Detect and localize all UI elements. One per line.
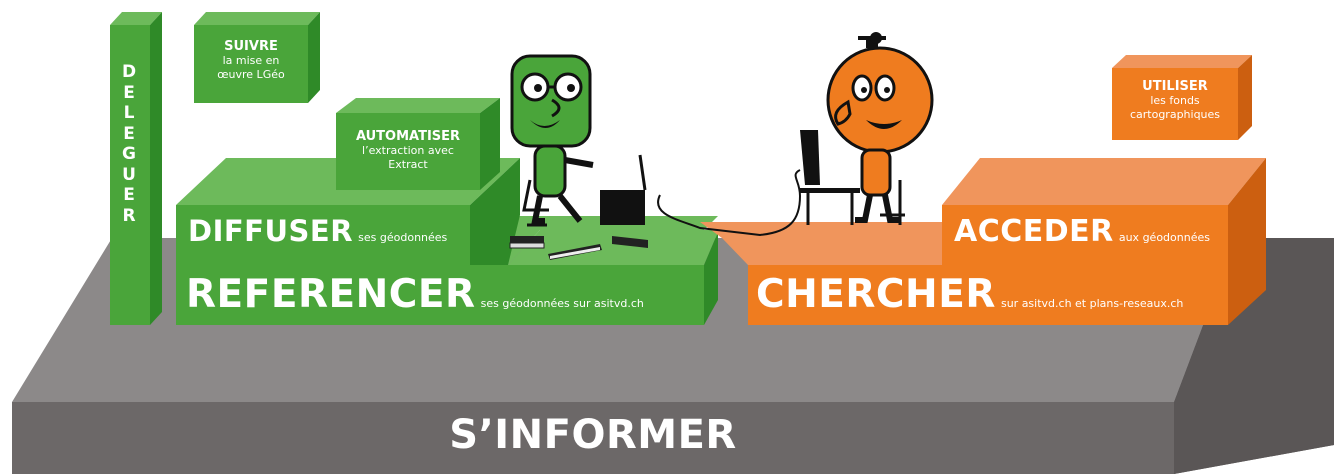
automatiser-line1: l’extraction avec	[336, 144, 480, 158]
acceder-sub: aux géodonnées	[1119, 231, 1210, 244]
automatiser-title: AUTOMATISER	[336, 130, 480, 144]
deleguer-text: DELEGUER	[122, 62, 136, 226]
informer-title: S’INFORMER	[449, 412, 736, 458]
informer-label: S’INFORMER	[12, 412, 1174, 458]
utiliser-title: UTILISER	[1112, 80, 1238, 94]
diffuser-label: DIFFUSER ses géodonnées	[188, 214, 447, 248]
acceder-title: ACCEDER	[954, 214, 1114, 249]
referencer-title: REFERENCER	[186, 272, 476, 317]
referencer-label: REFERENCER ses géodonnées sur asitvd.ch	[186, 272, 644, 317]
suivre-label: SUIVRE la mise en œuvre LGéo	[194, 40, 308, 82]
utiliser-line1: les fonds	[1112, 94, 1238, 108]
acceder-label: ACCEDER aux géodonnées	[954, 214, 1210, 249]
suivre-title: SUIVRE	[194, 40, 308, 54]
diffuser-title: DIFFUSER	[188, 214, 353, 248]
utiliser-label: UTILISER les fonds cartographiques	[1112, 80, 1238, 122]
automatiser-line2: Extract	[336, 158, 480, 172]
utiliser-line2: cartographiques	[1112, 108, 1238, 122]
chercher-title: CHERCHER	[756, 272, 996, 317]
suivre-line1: la mise en	[194, 54, 308, 68]
automatiser-label: AUTOMATISER l’extraction avec Extract	[336, 130, 480, 172]
suivre-line2: œuvre LGéo	[194, 68, 308, 82]
orange-character	[800, 32, 932, 225]
referencer-sub: ses géodonnées sur asitvd.ch	[481, 297, 644, 310]
chercher-label: CHERCHER sur asitvd.ch et plans-reseaux.…	[756, 272, 1183, 317]
green-character	[512, 56, 593, 225]
computer-icon	[600, 155, 645, 225]
chercher-sub: sur asitvd.ch et plans-reseaux.ch	[1001, 297, 1183, 310]
deleguer-label: DELEGUER	[117, 62, 141, 226]
diffuser-sub: ses géodonnées	[358, 231, 447, 244]
